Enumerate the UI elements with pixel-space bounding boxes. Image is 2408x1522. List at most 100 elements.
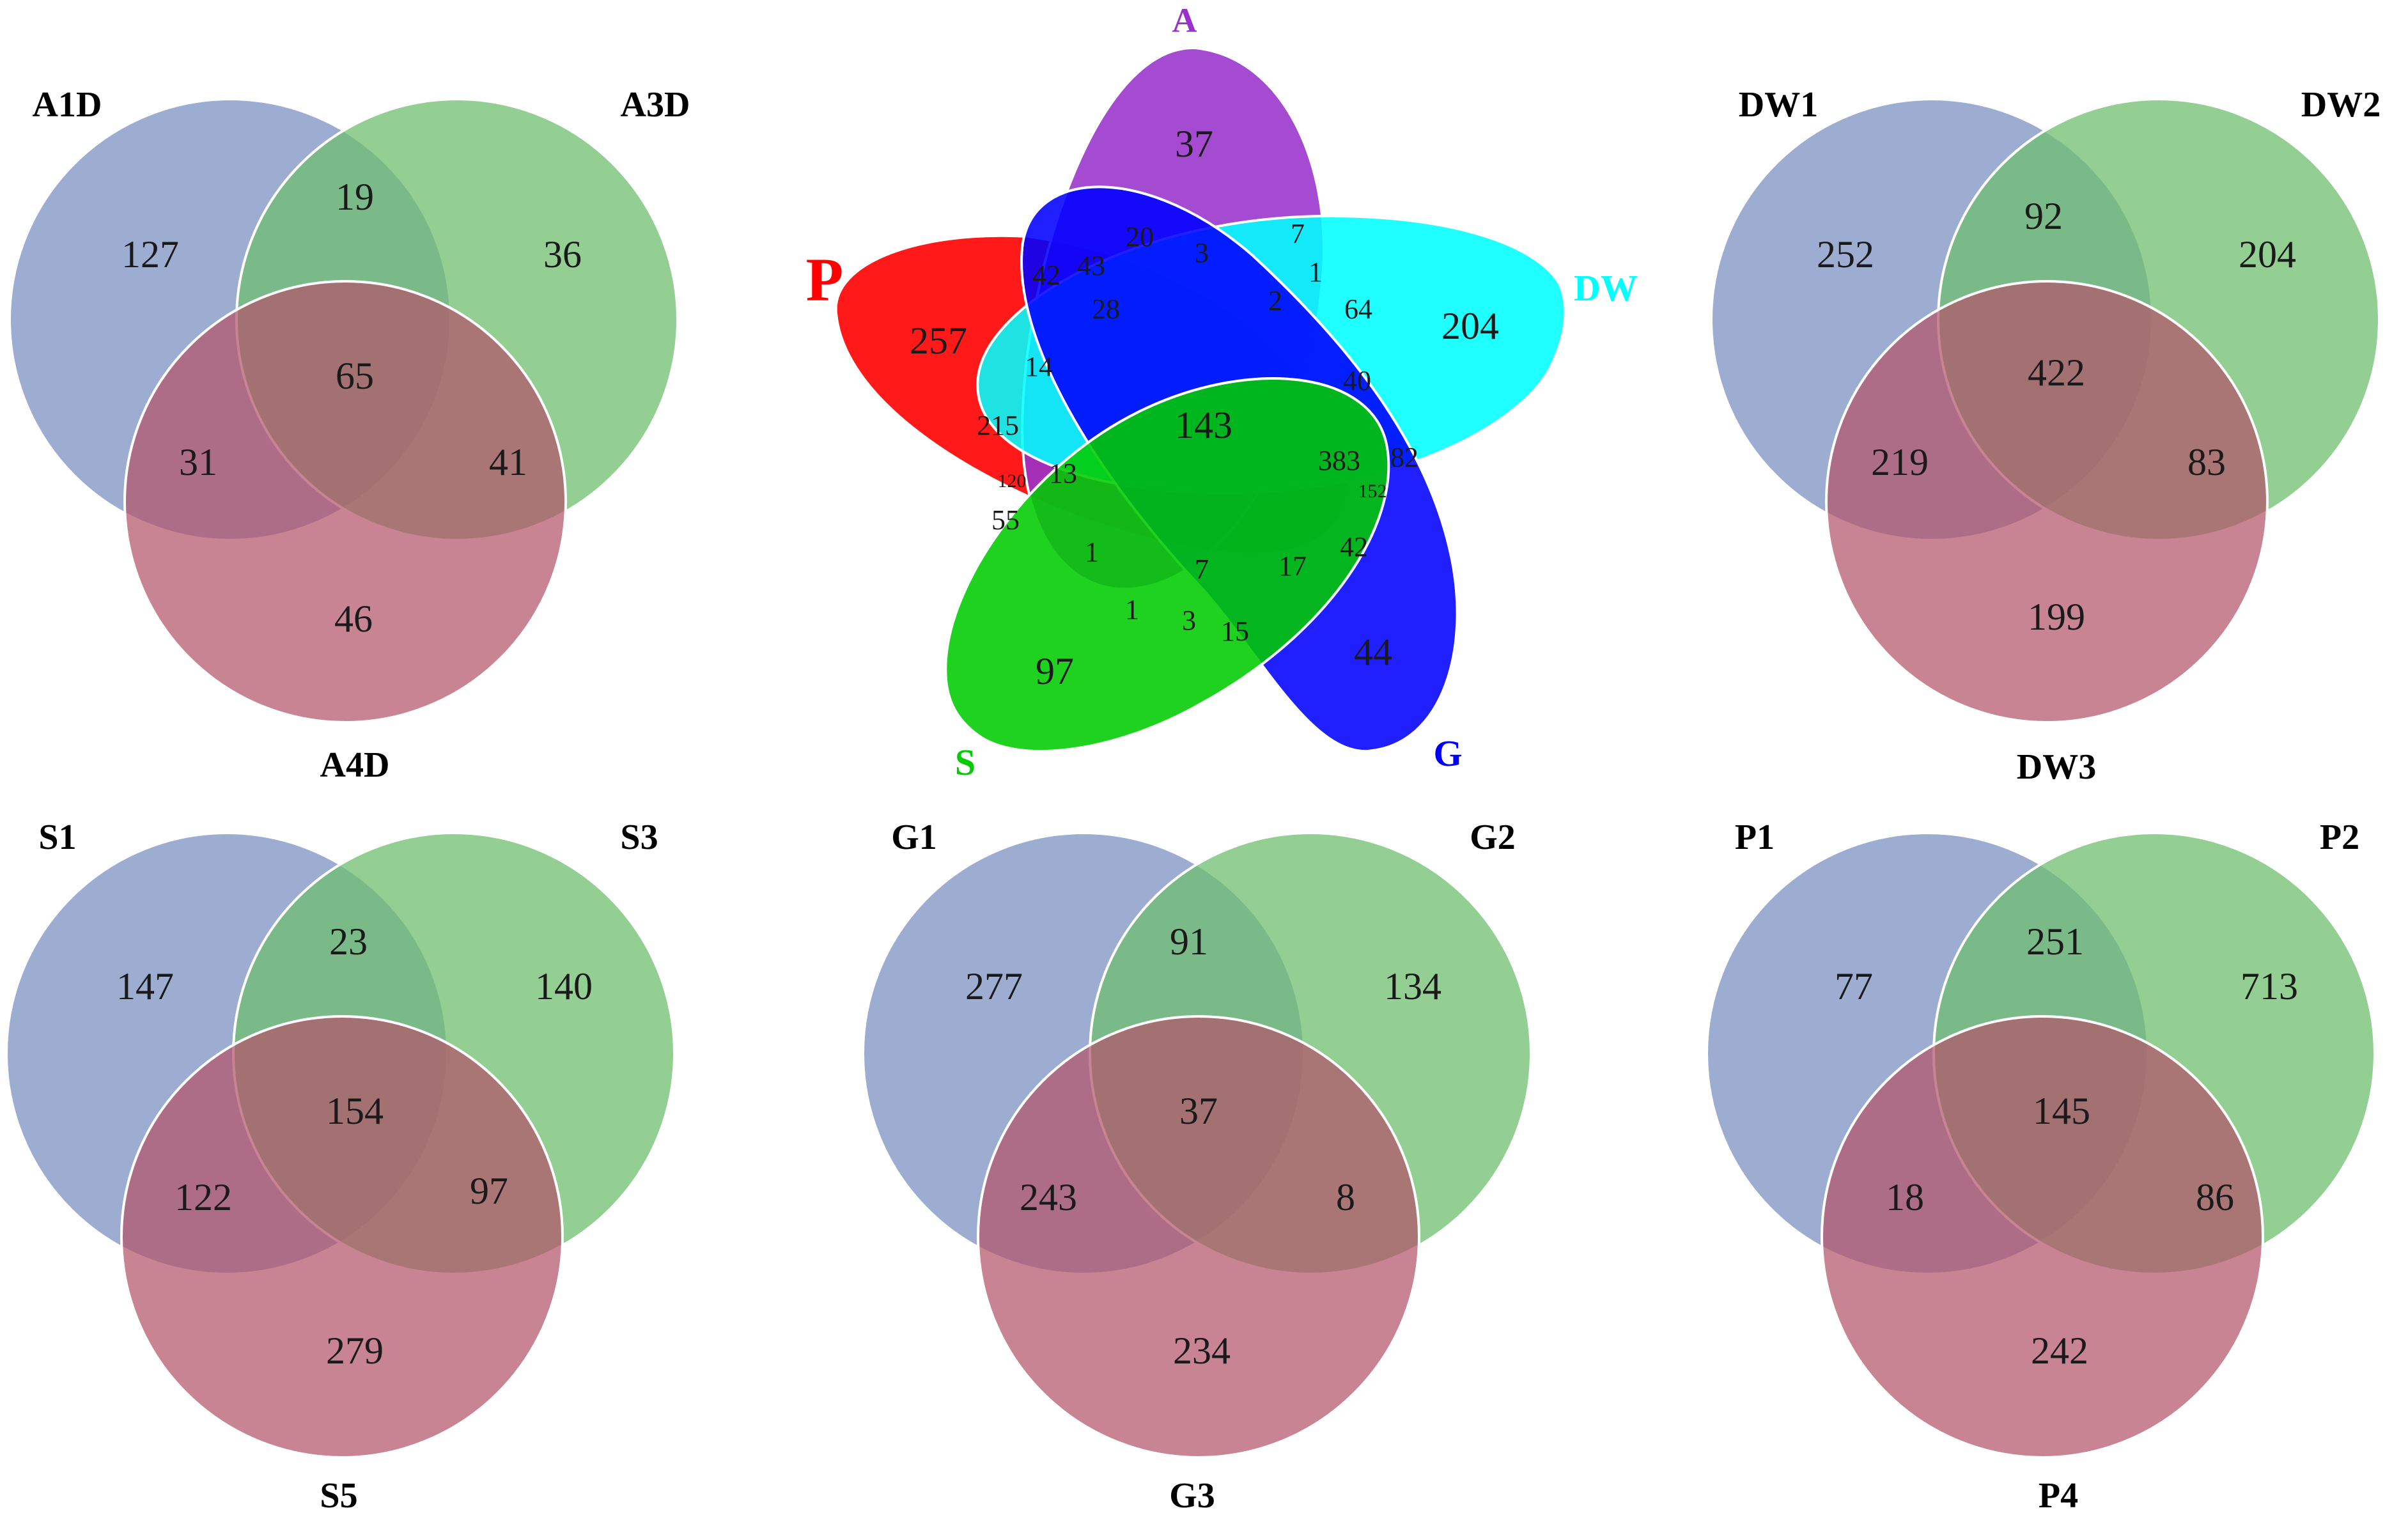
region-only-2: 713 [2241, 965, 2298, 1007]
region-count: 17 [1278, 550, 1307, 582]
region-only-1: 77 [1835, 965, 1873, 1007]
region-1-2: 23 [329, 920, 368, 963]
region-1-2: 251 [2026, 920, 2084, 963]
region-count: 37 [1175, 123, 1213, 165]
set-circle-3 [977, 1015, 1420, 1459]
region-only-3: 242 [2031, 1330, 2088, 1372]
region-count: 14 [1025, 351, 1053, 382]
set-circle-3 [1821, 1015, 2264, 1459]
region-only-1: 127 [121, 233, 179, 276]
venn-panel-a: A1D A3D A4D 127 36 46 19 31 41 65 [8, 85, 690, 785]
set-label-1: DW1 [1739, 85, 1818, 125]
region-only-1: 147 [116, 965, 174, 1007]
region-2-3: 8 [1336, 1176, 1355, 1218]
region-1-2-3: 154 [326, 1090, 384, 1132]
region-only-3: 46 [334, 598, 373, 640]
region-1-3: 18 [1886, 1176, 1924, 1218]
region-count: 64 [1344, 293, 1372, 325]
region-count: 1 [1125, 594, 1139, 625]
region-count: 152 [1358, 481, 1387, 502]
region-1-3: 31 [179, 441, 217, 483]
set-label-3: A4D [320, 745, 390, 785]
petal-label-a: A [1172, 1, 1197, 40]
venn-panel-dw: DW1 DW2 DW3 252 204 199 92 219 83 422 [1710, 85, 2381, 787]
region-count: 1 [1085, 536, 1099, 568]
venn5-diagram: A DW G S P 37 204 44 97 257 20 3 7 1 64 … [806, 1, 1638, 783]
venn-panel-g: G1 G2 G3 277 134 234 91 243 8 37 [862, 818, 1532, 1516]
region-1-2: 19 [336, 176, 374, 218]
region-only-2: 140 [535, 965, 593, 1007]
set-label-1: S1 [38, 818, 76, 857]
region-only-3: 234 [1173, 1330, 1231, 1372]
region-only-1: 277 [965, 965, 1023, 1007]
region-count: 215 [977, 410, 1019, 441]
region-2-3: 83 [2187, 441, 2226, 483]
set-label-3: P4 [2039, 1476, 2078, 1516]
region-count: 15 [1221, 616, 1249, 647]
region-count: 97 [1036, 650, 1074, 692]
region-2-3: 41 [489, 441, 527, 483]
region-count: 3 [1195, 237, 1209, 268]
region-count: 7 [1291, 218, 1305, 249]
region-only-2: 134 [1384, 965, 1441, 1007]
venn5-petals [834, 46, 1567, 753]
region-only-1: 252 [1817, 233, 1874, 276]
region-2-3: 86 [2196, 1176, 2234, 1218]
set-petal-s [944, 377, 1390, 752]
region-count: 3 [1182, 605, 1196, 636]
region-2-3: 97 [470, 1170, 508, 1212]
region-count: 120 [998, 470, 1027, 492]
region-1-2-3: 422 [2028, 352, 2085, 394]
region-1-3: 122 [175, 1176, 232, 1218]
set-label-2: S3 [620, 818, 658, 857]
set-label-1: G1 [891, 818, 937, 857]
region-only-2: 204 [2239, 233, 2296, 276]
set-label-3: G3 [1169, 1476, 1215, 1516]
petal-label-p: P [806, 245, 844, 314]
region-1-2-3: 37 [1179, 1090, 1218, 1132]
region-count: 2 [1268, 285, 1282, 316]
region-count: 82 [1390, 442, 1418, 473]
region-1-2-3: 65 [336, 355, 374, 397]
region-count: 55 [991, 504, 1020, 536]
set-circle-3 [123, 280, 567, 724]
region-count: 383 [1318, 445, 1360, 476]
region-count: 20 [1126, 221, 1154, 252]
region-count: 204 [1441, 305, 1499, 347]
set-circle-3 [1825, 280, 2269, 724]
region-count: 42 [1032, 260, 1060, 291]
set-label-3: S5 [320, 1476, 357, 1516]
region-count: 13 [1049, 458, 1077, 489]
petal-label-s: S [955, 742, 975, 783]
region-count: 40 [1343, 365, 1371, 396]
region-count: 44 [1354, 631, 1392, 673]
region-count: 7 [1195, 554, 1209, 585]
region-count: 1 [1309, 256, 1323, 288]
region-only-3: 199 [2028, 596, 2085, 638]
set-label-2: DW2 [2301, 85, 2381, 125]
venn-panel-p: P1 P2 P4 77 713 242 251 18 86 145 [1705, 818, 2376, 1516]
set-label-1: P1 [1735, 818, 1775, 857]
set-circle-3 [120, 1015, 564, 1459]
region-1-3: 243 [1020, 1176, 1077, 1218]
region-1-2-3: 145 [2033, 1090, 2090, 1132]
set-label-2: A3D [621, 85, 690, 125]
petal-label-g: G [1433, 733, 1462, 774]
region-count: 28 [1092, 293, 1120, 325]
region-only-3: 279 [326, 1330, 384, 1372]
set-label-2: P2 [2320, 818, 2359, 857]
region-only-2: 36 [543, 233, 582, 276]
region-count: 143 [1175, 404, 1232, 446]
venn-panel-s: S1 S3 S5 147 140 279 23 122 97 154 [5, 818, 676, 1516]
set-label-1: A1D [33, 85, 102, 125]
region-count: 257 [910, 320, 967, 362]
region-1-2: 92 [2024, 195, 2063, 237]
region-count: 43 [1077, 250, 1105, 281]
region-1-2: 91 [1170, 920, 1208, 963]
region-1-3: 219 [1871, 441, 1929, 483]
set-label-3: DW3 [2017, 747, 2096, 787]
petal-label-dw: DW [1574, 267, 1638, 309]
venn5-region-counts: 37 204 44 97 257 20 3 7 1 64 40 82 152 4… [910, 123, 1499, 692]
region-count: 42 [1340, 531, 1368, 563]
